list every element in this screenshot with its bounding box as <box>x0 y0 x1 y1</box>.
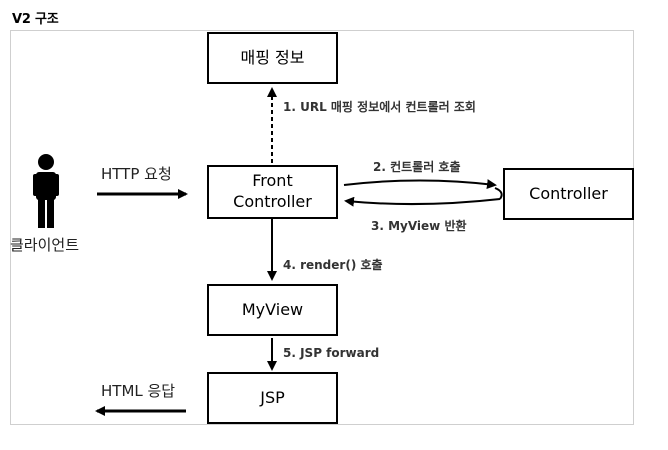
step4-label: 4. render() 호출 <box>283 258 383 272</box>
step5-label: 5. JSP forward <box>283 346 380 360</box>
myview-label: MyView <box>241 299 304 319</box>
step3-arrow <box>344 196 501 207</box>
jsp-label: JSP <box>260 387 285 407</box>
person-icon <box>33 154 59 228</box>
myview-box: MyView <box>207 284 338 336</box>
front-controller-box: Front Controller <box>207 165 338 219</box>
controller-bracket <box>494 187 503 200</box>
front-controller-label: Front Controller <box>233 171 312 211</box>
controller-label: Controller <box>529 183 608 203</box>
mapping-info-label: 매핑 정보 <box>240 47 305 67</box>
http-request-label: HTTP 요청 <box>101 165 172 183</box>
diagram-frame <box>10 30 634 425</box>
client-label: 클라이언트 <box>10 236 80 254</box>
html-response-label: HTML 응답 <box>101 382 176 400</box>
diagram-title: V2 구조 <box>12 12 59 27</box>
mapping-info-box: 매핑 정보 <box>207 32 338 84</box>
step3-label: 3. MyView 반환 <box>371 219 467 233</box>
jsp-box: JSP <box>207 372 338 424</box>
step2-label: 2. 컨트롤러 호출 <box>373 160 461 174</box>
controller-box: Controller <box>503 168 634 220</box>
step2-arrow <box>343 179 497 190</box>
step1-label: 1. URL 매핑 정보에서 컨트롤러 조회 <box>283 100 476 114</box>
